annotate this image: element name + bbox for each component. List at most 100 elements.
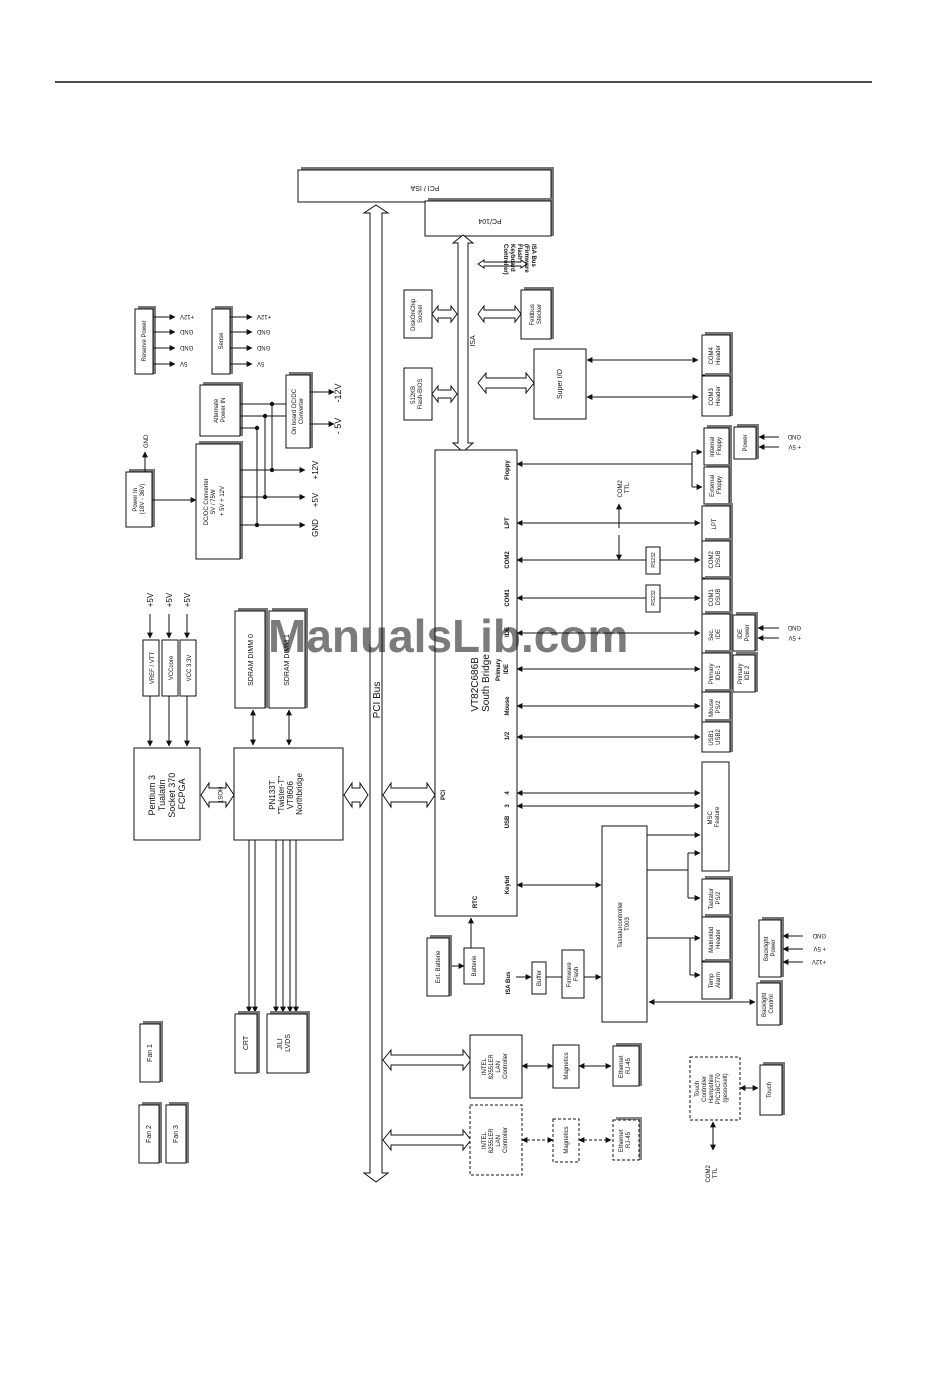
onboard-dcdc-block: On board DC/DC Converter <box>285 372 313 449</box>
svg-text:Power In (18V - 36V): Power In (18V - 36V) <box>133 484 146 515</box>
com1-dsub-block: COM1 DSUB <box>701 576 733 617</box>
svg-text:Matrixkbd Header: Matrixkbd Header <box>709 925 722 953</box>
tastaturcontroller-block: Tastaturcontroller T003 <box>601 825 648 1023</box>
svg-text:RTC: RTC <box>473 895 479 908</box>
svg-text:USB: USB <box>505 815 511 828</box>
com2-dsub-block: COM2 DSUB <box>701 538 733 579</box>
lan1-block: INTEL 82551ER LAN Controller <box>469 1034 523 1099</box>
svg-text:3: 3 <box>505 804 511 808</box>
svg-text:Feldbus Stecker: Feldbus Stecker <box>530 302 543 325</box>
svg-text:1/2: 1/2 <box>505 731 511 740</box>
com4-block: COM4 Header <box>701 332 733 376</box>
svg-text:5V: 5V <box>180 360 187 366</box>
internal-floppy-block: Internal Floppy <box>703 425 732 466</box>
pci-bus-label: PCI Bus <box>372 682 383 719</box>
svg-text:+ 5V: + 5V <box>813 945 826 951</box>
rs232-com2: RS232 <box>645 546 661 575</box>
svg-text:SDRAM DIMM 1: SDRAM DIMM 1 <box>284 634 291 686</box>
cpu-block: Pentium 3 Tualatin Socket 370 FCPGA <box>133 747 201 841</box>
southbridge-links <box>516 449 703 888</box>
power-in-gnd: GND <box>144 434 150 448</box>
ext-batterie-block: Ext. Batterie <box>426 935 452 997</box>
magnetics1-block: Magnetics <box>552 1044 580 1089</box>
host-bus: HOST <box>200 781 235 809</box>
svg-text:GND: GND <box>256 344 270 350</box>
disk-on-chip-block: DiskOnChip Sockel <box>403 289 433 339</box>
svg-text:Firmware Flash: Firmware Flash <box>567 961 580 988</box>
crt-block: CRT <box>234 1011 260 1074</box>
svg-text:COM1: COM1 <box>505 589 511 607</box>
primary-ide2-block: Primary IDE 2 <box>732 652 758 693</box>
batterie-block: Batterie <box>463 947 485 985</box>
firmware-flash-block: Firmware Flash <box>561 949 585 999</box>
svg-text:Backlight Control: Backlight Control <box>762 991 775 1017</box>
svg-text:+12V: +12V <box>311 460 320 480</box>
svg-text:USB1 USB2: USB1 USB2 <box>709 728 722 745</box>
svg-text:JILI LVDS: JILI LVDS <box>277 1034 292 1052</box>
dcdc-converter-block: DC/DC Converter 5V / 75W + 5V + 12V <box>195 441 243 560</box>
svg-text:INTEL 82551ER LAN: INTEL 82551ER LAN Controller <box>482 1053 509 1080</box>
rs232-com1: RS232 <box>645 584 661 613</box>
svg-text:COM1 DSUB: COM1 DSUB <box>709 587 722 606</box>
svg-text:DC/DC Converter 5V / 75W: DC/DC Converter 5V / 75W + 5V + 12V <box>204 477 226 526</box>
svg-text:+5V: +5V <box>183 592 192 607</box>
touch-controller-block: Touch Controller Hampshire PIC16C770 (ge… <box>689 1056 741 1121</box>
svg-text:Ext. Batterie: Ext. Batterie <box>436 950 442 983</box>
isa-bus-firmware-label: ISA Bus (Firmware Flash Keyboard Control… <box>502 244 536 275</box>
svg-text:COM2 DSUB: COM2 DSUB <box>709 549 722 568</box>
svg-text:VCCcore: VCCcore <box>169 655 175 680</box>
vref-block: VREF / VTT <box>142 639 160 697</box>
svg-text:Mouse PS/2: Mouse PS/2 <box>709 697 722 717</box>
ethernet2-block: Ethernet RJ-45 <box>612 1117 642 1161</box>
com3-block: COM3 Header <box>701 373 733 417</box>
msc-feature-block: MSC Feature <box>701 761 730 872</box>
svg-text:Temp Alarm: Temp Alarm <box>709 972 722 988</box>
svg-text:512KB Flash-BIOS: 512KB Flash-BIOS <box>411 378 424 409</box>
fan1-block: Fan 1 <box>139 1021 163 1083</box>
backlight-control-block: Backlight Control <box>756 980 783 1026</box>
sb-pci-link <box>382 781 436 809</box>
svg-text:Primary IDE: Primary IDE <box>496 657 510 681</box>
touch-block: Touch <box>759 1062 785 1116</box>
reserve-power-lines: +12V GND GND 5V <box>153 313 194 367</box>
svg-text:COM4 Header: COM4 Header <box>709 345 722 365</box>
svg-text:5V: 5V <box>257 360 264 366</box>
reserve-power-block: Reserve Power <box>134 306 156 375</box>
com2-ttl-top: COM2 TTL <box>618 478 631 497</box>
backlight-power-block: Backlight Power <box>758 917 784 978</box>
voltage-inputs: +5V +5V +5V <box>146 592 192 639</box>
sdram0-block: SDRAM DIMM 0 <box>234 608 268 709</box>
svg-text:LPT: LPT <box>712 518 718 529</box>
svg-text:Floppy: Floppy <box>505 460 511 480</box>
m5v-label: - 5V <box>333 418 343 435</box>
power-in-block: Power In (18V - 36V) <box>125 469 155 528</box>
svg-text:Internal Floppy: Internal Floppy <box>710 435 723 457</box>
svg-text:COM2: COM2 <box>505 551 511 569</box>
svg-text:Ethernet RJ-45: Ethernet RJ-45 <box>619 1128 632 1152</box>
svg-text:+5V: +5V <box>311 492 320 507</box>
svg-text:+ 5V: + 5V <box>788 443 801 449</box>
svg-text:+5V: +5V <box>165 592 174 607</box>
ethernet1-block: Ethernet RJ-45 <box>612 1043 642 1087</box>
svg-text:GND: GND <box>179 328 193 334</box>
nb-display-lines <box>246 840 299 1013</box>
svg-text:Tastatur PS/2: Tastatur PS/2 <box>709 886 722 909</box>
isa-label: ISA <box>470 335 477 347</box>
svg-text:Magnetics: Magnetics <box>564 1126 570 1153</box>
feldbus-block: Feldbus Stecker <box>520 287 554 340</box>
svg-text:+ 5V: + 5V <box>788 634 801 640</box>
svg-text:Touch Controller H: Touch Controller Hampshire PIC16C770 (ge… <box>695 1072 729 1105</box>
svg-text:CRT: CRT <box>243 1035 250 1050</box>
svg-text:GND: GND <box>787 433 801 439</box>
svg-text:Fan 2: Fan 2 <box>146 1125 153 1143</box>
svg-text:+12V: +12V <box>180 313 194 319</box>
svg-text:Sense: Sense <box>219 332 225 350</box>
fan2-block: Fan 2 <box>138 1102 162 1164</box>
primary-ide1-block: Primary IDE-1 <box>701 650 733 696</box>
vcccore-block: VCCcore <box>161 639 179 697</box>
isa-bus: ISA <box>451 234 477 453</box>
svg-text:On board DC/DC Converter: On board DC/DC Converter <box>292 387 305 434</box>
svg-text:+5V: +5V <box>146 592 155 607</box>
svg-text:INTEL 82551ER LAN: INTEL 82551ER LAN Controller <box>482 1127 509 1154</box>
